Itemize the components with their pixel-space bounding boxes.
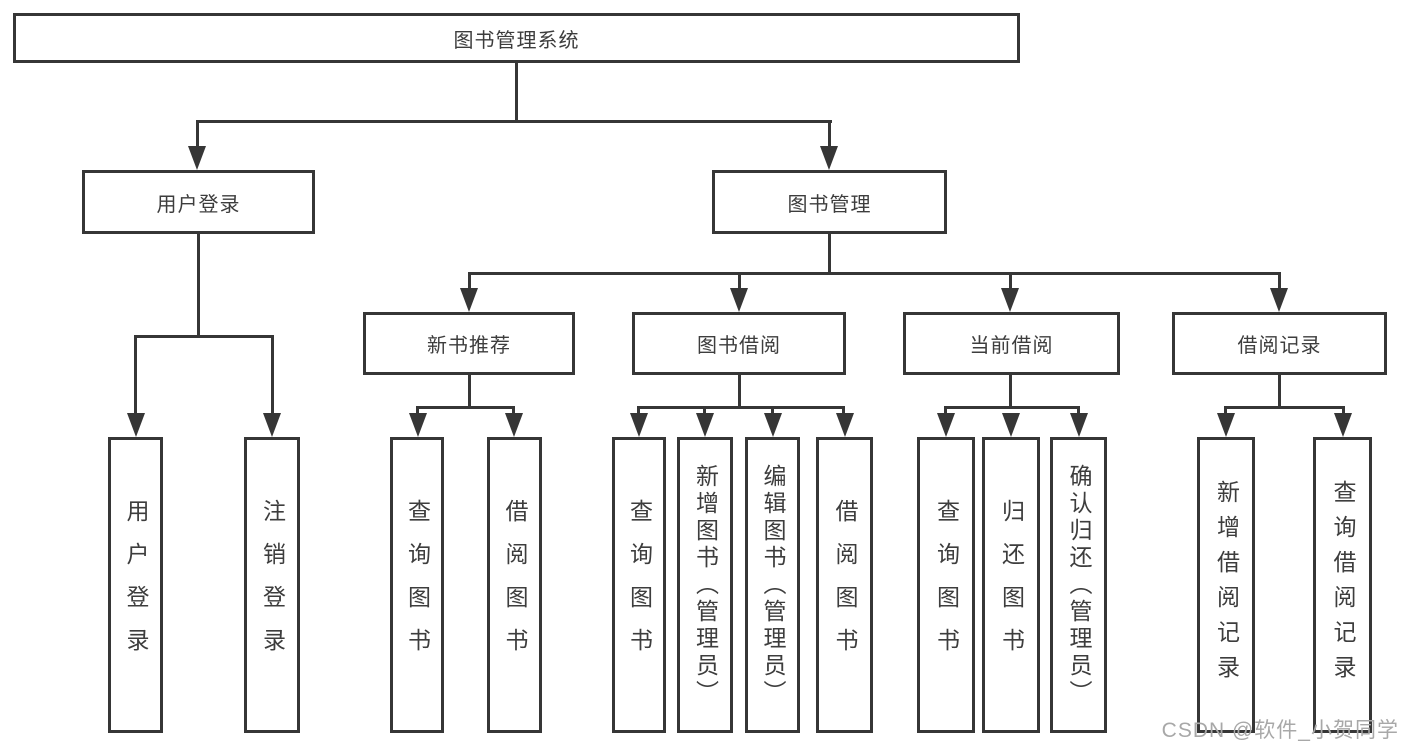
leaf-current-query-label: 查询图书	[933, 499, 960, 671]
arrowhead-icon	[188, 146, 206, 170]
connector-line	[1009, 375, 1012, 407]
connector-line	[134, 335, 137, 417]
node-root-label: 图书管理系统	[453, 29, 580, 52]
connector-line	[828, 234, 831, 273]
leaf-borrow-add-label: 新增图书（管理员）	[692, 463, 719, 707]
connector-line	[1077, 406, 1080, 418]
arrowhead-icon	[937, 413, 955, 437]
connector-line	[1278, 375, 1281, 407]
arrowhead-icon	[630, 413, 648, 437]
leaf-current-query: 查询图书	[917, 437, 975, 733]
connector-line	[515, 63, 518, 121]
arrowhead-icon	[1001, 288, 1019, 312]
arrowhead-icon	[1334, 413, 1352, 437]
connector-line	[197, 234, 200, 336]
leaf-newbooks-query-label: 查询图书	[404, 499, 431, 671]
leaf-borrow-edit: 编辑图书（管理员）	[745, 437, 800, 733]
node-borrow-records: 借阅记录	[1172, 312, 1387, 375]
node-book-mgmt-label: 图书管理	[787, 193, 872, 216]
leaf-records-query-label: 查询借阅记录	[1330, 480, 1356, 690]
leaf-borrow-query-label: 查询图书	[626, 499, 653, 671]
connector-line	[1278, 272, 1281, 292]
node-current-borrow: 当前借阅	[903, 312, 1120, 375]
leaf-records-add-label: 新增借阅记录	[1213, 480, 1240, 690]
connector-line	[196, 120, 199, 150]
connector-line	[196, 120, 832, 123]
node-user-login-label: 用户登录	[156, 193, 241, 216]
connector-line	[271, 335, 274, 417]
leaf-user-login-label: 用户登录	[123, 499, 149, 671]
node-borrow-records-label: 借阅记录	[1237, 335, 1322, 357]
connector-line	[468, 375, 471, 407]
csdn-watermark: CSDN @软件_小贺同学	[1161, 719, 1399, 742]
connector-line	[416, 406, 515, 409]
arrowhead-icon	[1069, 413, 1088, 437]
arrowhead-icon	[504, 413, 523, 437]
arrowhead-icon	[835, 413, 854, 437]
arrowhead-icon	[460, 288, 478, 312]
leaf-current-confirm-label: 确认归还（管理员）	[1066, 463, 1092, 707]
arrowhead-icon	[763, 413, 782, 437]
arrowhead-icon	[126, 413, 145, 437]
arrowhead-icon	[1002, 413, 1020, 437]
arrowhead-icon	[730, 288, 748, 312]
arrowhead-icon	[263, 413, 281, 437]
leaf-logout: 注销登录	[244, 437, 300, 733]
node-new-books-label: 新书推荐	[427, 335, 511, 357]
leaf-borrow-borrow-label: 借阅图书	[832, 499, 858, 671]
connector-line	[637, 406, 640, 418]
connector-line	[944, 406, 947, 418]
node-book-borrow-label: 图书借阅	[697, 335, 781, 357]
leaf-current-confirm: 确认归还（管理员）	[1050, 437, 1107, 733]
node-root: 图书管理系统	[13, 13, 1020, 63]
leaf-borrow-edit-label: 编辑图书（管理员）	[760, 463, 786, 707]
leaf-newbooks-query: 查询图书	[390, 437, 444, 733]
node-current-borrow-label: 当前借阅	[969, 335, 1054, 357]
leaf-borrow-borrow: 借阅图书	[816, 437, 873, 733]
leaf-records-add: 新增借阅记录	[1197, 437, 1255, 733]
leaf-current-return-label: 归还图书	[998, 499, 1025, 671]
connector-line	[468, 272, 471, 292]
arrowhead-icon	[820, 146, 838, 170]
node-book-mgmt: 图书管理	[712, 170, 947, 234]
connector-line	[1224, 406, 1227, 418]
node-user-login: 用户登录	[82, 170, 315, 234]
node-book-borrow: 图书借阅	[632, 312, 846, 375]
connector-line	[738, 375, 741, 407]
node-new-books: 新书推荐	[363, 312, 575, 375]
arrowhead-icon	[1217, 413, 1235, 437]
connector-line	[416, 406, 419, 418]
connector-line	[1009, 272, 1012, 292]
connector-line	[134, 335, 274, 338]
arrowhead-icon	[408, 413, 427, 437]
arrowhead-icon	[1270, 288, 1288, 312]
connector-line	[828, 120, 831, 150]
leaf-records-query: 查询借阅记录	[1313, 437, 1372, 733]
leaf-logout-label: 注销登录	[259, 499, 286, 671]
connector-line	[1342, 406, 1345, 418]
leaf-borrow-add: 新增图书（管理员）	[677, 437, 733, 733]
leaf-current-return: 归还图书	[982, 437, 1040, 733]
connector-line	[738, 272, 741, 292]
connector-line	[1224, 406, 1345, 409]
arrowhead-icon	[696, 413, 714, 437]
connector-line	[703, 406, 706, 418]
leaf-newbooks-borrow: 借阅图书	[487, 437, 542, 733]
leaf-newbooks-borrow-label: 借阅图书	[502, 499, 528, 671]
leaf-user-login: 用户登录	[108, 437, 163, 733]
connector-line	[944, 406, 1080, 409]
connector-line	[842, 406, 845, 418]
connector-line	[637, 406, 845, 409]
leaf-borrow-query: 查询图书	[612, 437, 666, 733]
connector-line	[468, 272, 1281, 275]
connector-line	[771, 406, 774, 418]
connector-line	[512, 406, 515, 418]
